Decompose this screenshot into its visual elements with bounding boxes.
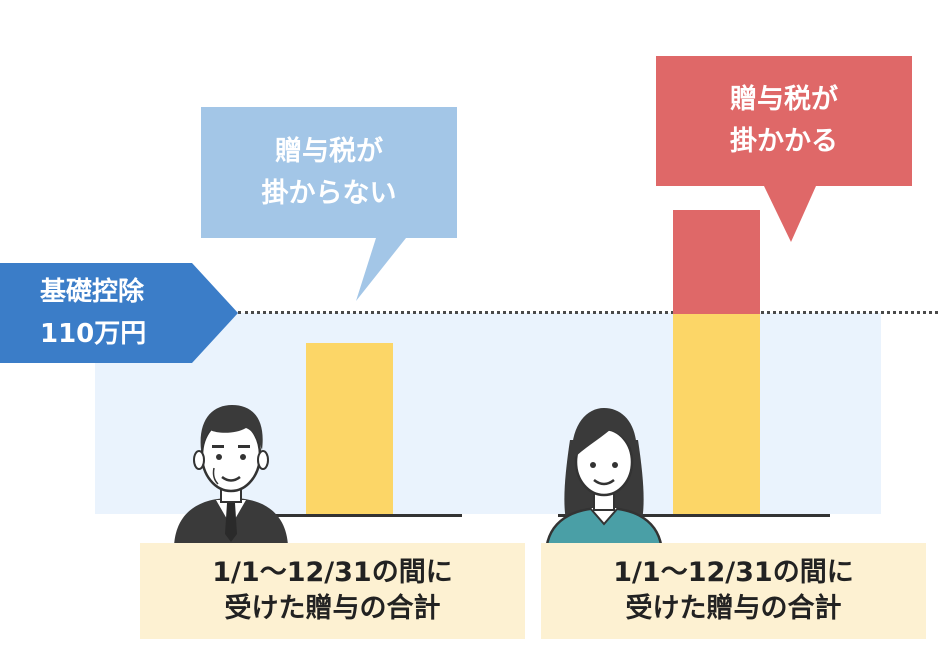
deduction-tag-text: 基礎控除 110万円 xyxy=(40,266,200,360)
period-label-right-line2: 受けた贈与の合計 xyxy=(625,593,842,624)
threshold-line xyxy=(238,311,938,314)
no-tax-line-1: 贈与税が xyxy=(275,135,383,167)
taxed-line-1: 贈与税が xyxy=(730,84,838,115)
period-label-left-line2: 受けた贈与の合計 xyxy=(224,593,441,624)
gift-bar-left xyxy=(306,343,393,514)
no-tax-line-2: 掛からない xyxy=(261,177,397,209)
gift-bar-right-excess xyxy=(673,210,760,314)
taxed-bubble xyxy=(656,56,912,242)
gift-bar-right-within xyxy=(673,314,760,514)
taxed-line-2: 掛かかる xyxy=(730,126,838,157)
man-avatar xyxy=(174,405,288,546)
period-label-left: 1/1～12/31の間に 受けた贈与の合計 xyxy=(140,543,525,639)
taxed-bubble-text: 贈与税が 掛かかる xyxy=(656,56,912,186)
deduction-amount: 110万円 xyxy=(40,319,147,349)
baseline-right xyxy=(558,514,830,517)
no-tax-bubble-text: 贈与税が 掛からない xyxy=(201,107,457,238)
no-tax-bubble xyxy=(201,107,457,301)
woman-avatar xyxy=(544,408,664,554)
period-label-right: 1/1～12/31の間に 受けた贈与の合計 xyxy=(541,543,926,639)
deduction-tag xyxy=(0,263,238,363)
period-label-left-line1: 1/1～12/31の間に xyxy=(212,557,453,588)
baseline-left xyxy=(190,514,462,517)
deduction-label: 基礎控除 xyxy=(40,277,145,307)
period-label-right-line1: 1/1～12/31の間に xyxy=(613,557,854,588)
